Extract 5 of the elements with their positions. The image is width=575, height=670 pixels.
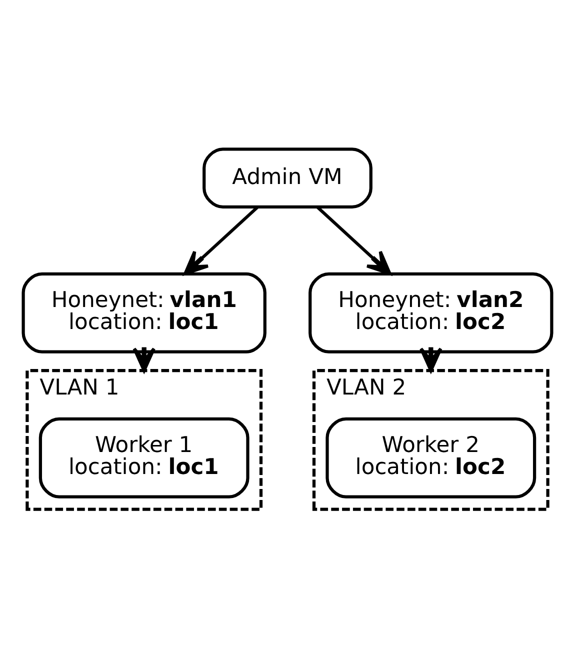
arrow [420,346,442,372]
node-box: Admin VM [202,147,372,208]
arrow [132,346,156,372]
node-box: Worker 1 location: loc1 [38,416,250,498]
node-box: Worker 2 location: loc2 [326,416,536,498]
